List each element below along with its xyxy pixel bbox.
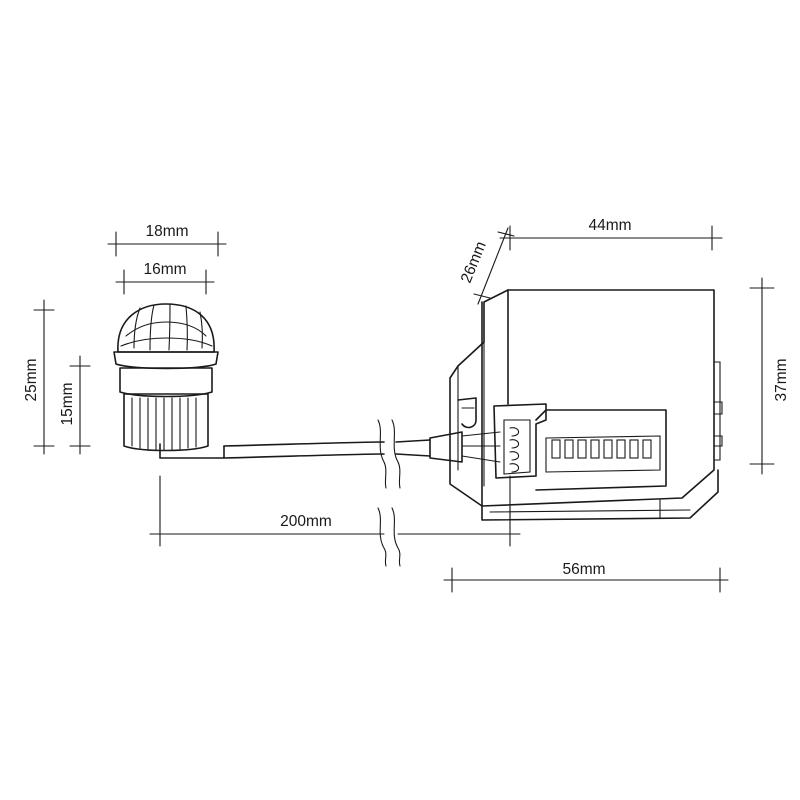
dim-label-18mm: 18mm xyxy=(145,223,188,240)
dim-label-25mm: 25mm xyxy=(23,358,40,401)
dim-label-44mm: 44mm xyxy=(588,217,631,234)
dim-label-56mm: 56mm xyxy=(562,561,605,578)
dim-label-200mm: 200mm xyxy=(280,513,332,530)
dim-label-16mm: 16mm xyxy=(143,261,186,278)
dimension-lines xyxy=(33,225,775,593)
pir-sensor-head xyxy=(113,303,225,459)
dim-label-26mm: 26mm xyxy=(458,239,490,285)
connecting-cable xyxy=(223,419,501,489)
control-box xyxy=(449,289,723,521)
dim-label-37mm: 37mm xyxy=(773,358,790,401)
dim-label-15mm: 15mm xyxy=(59,382,76,425)
